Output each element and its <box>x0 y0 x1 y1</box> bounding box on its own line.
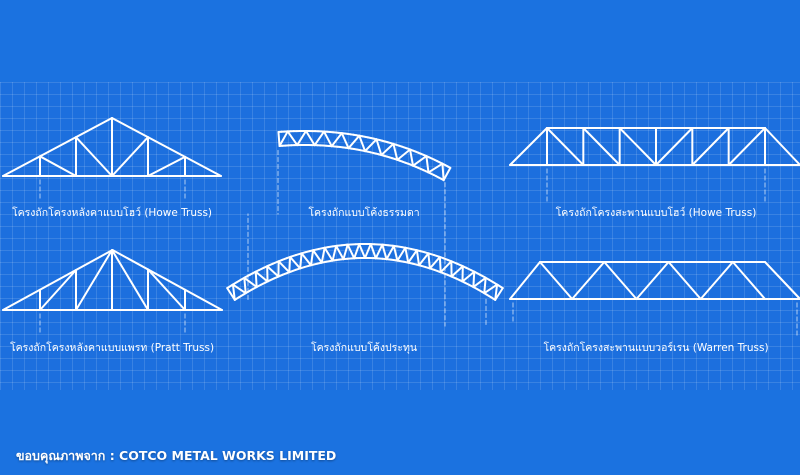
label-howe-bridge-truss: โครงถักโครงสะพานแบบโฮว์ (Howe Truss) <box>555 207 757 219</box>
image-credit: ขอบคุณภาพจาก : COTCO METAL WORKS LIMITED <box>16 448 337 463</box>
blueprint-grid <box>0 82 800 390</box>
label-plain-arch-truss: โครงถักแบบโค้งธรรมดา <box>308 207 420 219</box>
warren-bridge-truss <box>509 261 800 336</box>
label-pratt-roof-truss: โครงถักโครงหลังคาแบบแพรท (Pratt Truss) <box>9 342 215 354</box>
plain-arch-truss <box>277 130 452 327</box>
label-barrel-arch-truss: โครงถักแบบโค้งประทุน <box>310 342 418 354</box>
howe-bridge-truss <box>509 127 800 202</box>
label-howe-roof-truss: โครงถักโครงหลังคาแบบโฮว์ (Howe Truss) <box>11 207 213 219</box>
howe-roof-truss <box>2 117 222 201</box>
barrel-arch-truss <box>226 213 504 327</box>
pratt-roof-truss <box>2 249 223 335</box>
label-warren-bridge-truss: โครงถักโครงสะพานแบบวอร์เรน (Warren Truss… <box>543 342 769 354</box>
